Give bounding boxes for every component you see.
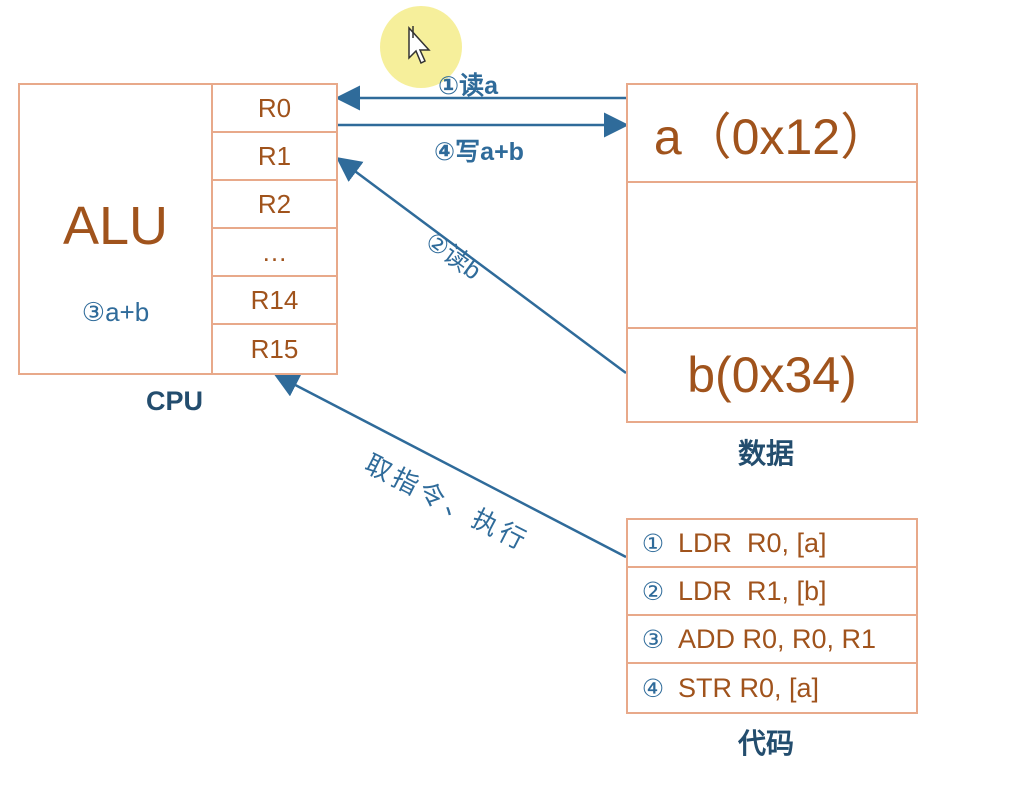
code-row-instruction: LDR R1, [b] [678,575,827,606]
data-box: a（0x12） b(0x34) [626,83,918,423]
register-r14: R14 [213,277,336,325]
alu-step-label: ③a+b [81,297,150,327]
code-row-instruction: LDR R0, [a] [678,527,827,558]
code-row: ③ ADD R0, R0, R1 [628,616,916,664]
code-row: ④ STR R0, [a] [628,664,916,712]
code-row-number: ④ [641,673,665,703]
data-cell-empty [628,183,916,329]
register-file: R0 R1 R2 … R14 R15 [211,83,338,375]
cpu-caption: CPU [146,386,204,416]
register-r15: R15 [250,333,299,364]
data-cell-a: a（0x12） [628,85,916,183]
code-row-number: ② [641,576,665,606]
code-box: ① LDR R0, [a] ② LDR R1, [b] ③ ADD R0, R0… [626,518,918,714]
code-row-number: ① [641,528,665,558]
code-row-instruction: STR R0, [a] [678,672,820,703]
code-row-number: ③ [641,624,665,654]
code-caption: 代码 [738,728,795,759]
register-ellipsis: … [213,229,336,277]
alu-box: ALU ③a+b [18,83,213,375]
code-row-instruction: ADD R0, R0, R1 [678,623,877,654]
arrow-read-b [335,157,627,375]
data-caption: 数据 [738,438,795,469]
register-r1: R1 [213,133,336,181]
alu-label: ALU [62,196,169,256]
data-cell-b: b(0x34) [687,347,857,403]
register-r2: R2 [213,181,336,229]
code-row: ② LDR R1, [b] [628,568,916,616]
label-write-ab: ④写a+b [434,138,524,166]
arrow-fetch-exec [273,373,627,559]
code-row: ① LDR R0, [a] [628,520,916,568]
label-read-a: ①读a [438,72,499,100]
register-r0: R0 [213,85,336,133]
mouse-cursor-icon [408,26,431,65]
